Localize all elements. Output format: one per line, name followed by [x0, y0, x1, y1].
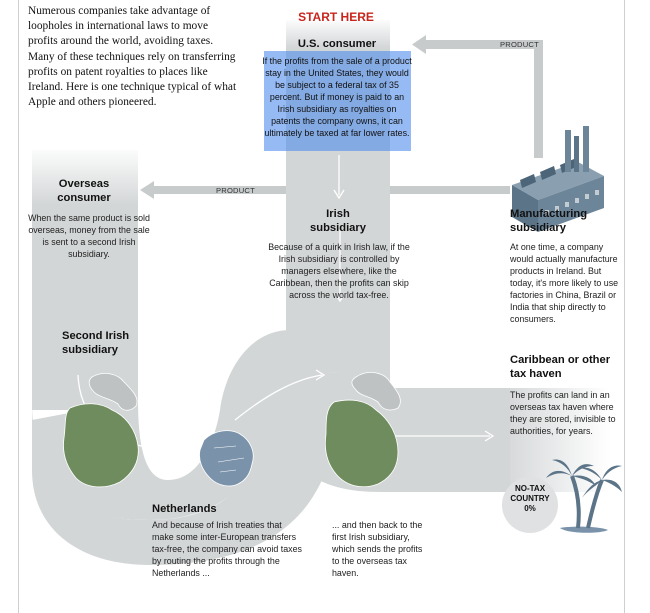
- caribbean-title: Caribbean or other tax haven: [510, 354, 611, 380]
- overseas-consumer-body: When the same product is sold overseas, …: [28, 213, 150, 259]
- page-frame-right: [624, 0, 625, 613]
- second-irish-title: Second Irish subsidiary: [62, 330, 130, 356]
- no-tax-line3: 0%: [524, 504, 536, 513]
- product-arrows: [140, 35, 543, 199]
- irish-subsidiary-body: Because of a quirk in Irish law, if the …: [268, 242, 410, 300]
- caribbean-body: The profits can land in an overseas tax …: [510, 390, 616, 436]
- band-fade-us: [284, 18, 392, 48]
- no-tax-line1: NO-TAX: [514, 484, 546, 493]
- netherlands-title: Netherlands: [152, 503, 217, 515]
- product-label-top: PRODUCT: [500, 40, 539, 49]
- page-frame-left: [18, 0, 19, 613]
- no-tax-label: NO-TAX COUNTRY 0%: [503, 484, 557, 514]
- no-tax-badge: [502, 477, 558, 533]
- overseas-consumer-title: Overseas consumer: [57, 178, 111, 204]
- manufacturing-body: At one time, a company would actually ma…: [510, 242, 619, 324]
- us-consumer-body: If the profits from the sale of a produc…: [262, 56, 412, 138]
- netherlands-body: And because of Irish treaties that make …: [152, 520, 302, 578]
- us-consumer-title: U.S. consumer: [297, 38, 377, 50]
- text-selection-highlight: [264, 51, 411, 151]
- start-here-label: START HERE: [298, 10, 374, 24]
- irish-subsidiary-title: Irish subsidiary: [310, 208, 366, 234]
- product-label-mid: PRODUCT: [216, 186, 255, 195]
- palm-island-icon: [546, 459, 622, 533]
- intro-text: Numerous companies take advantage of loo…: [28, 5, 237, 109]
- manufacturing-title: Manufacturing subsidiary: [510, 208, 588, 234]
- ireland-map-left: [63, 372, 139, 488]
- no-tax-line2: COUNTRY: [510, 494, 550, 503]
- netherlands-map: [199, 430, 254, 487]
- factory-icon: [512, 126, 604, 232]
- back-to-irish-text: ... and then back to the first Irish sub…: [332, 520, 423, 578]
- band-fade-overseas: [30, 145, 140, 205]
- ireland-map-right: [324, 372, 401, 488]
